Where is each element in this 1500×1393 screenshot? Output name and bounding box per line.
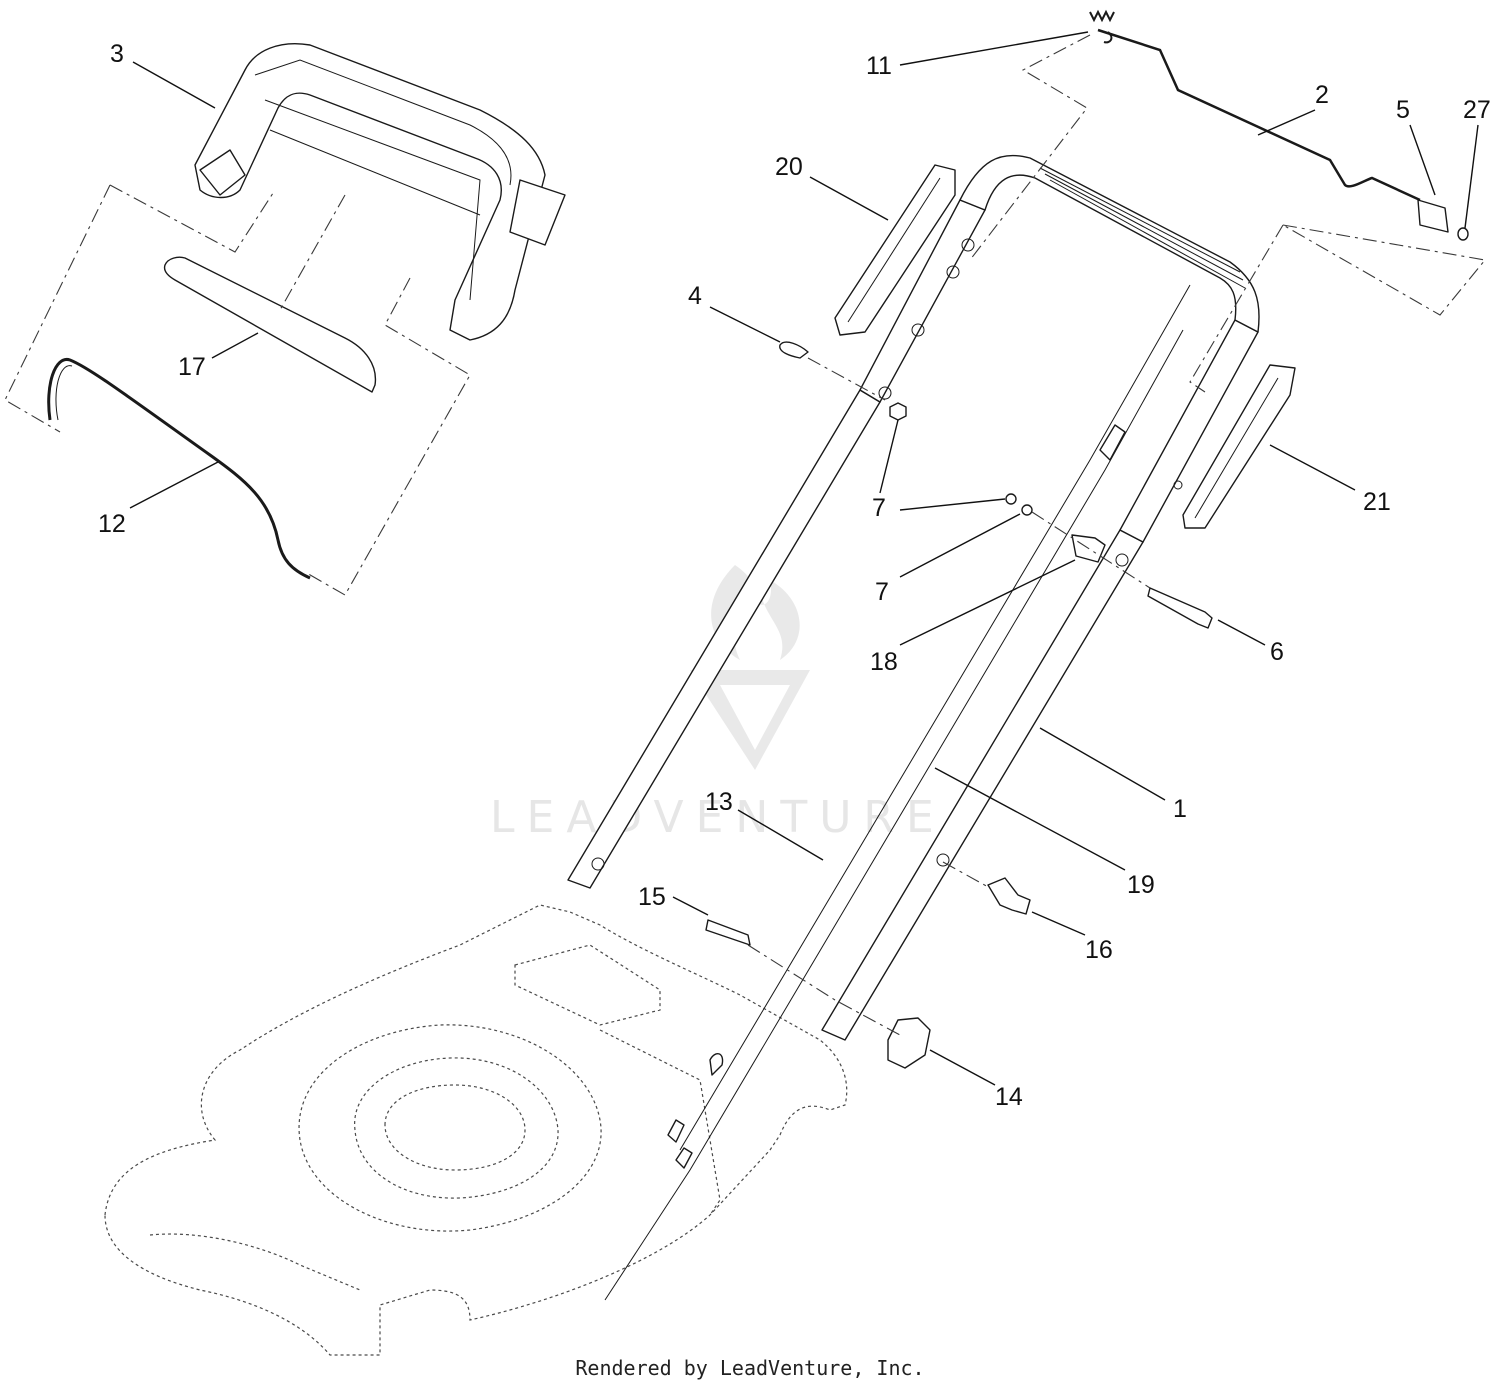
callout-17: 17 xyxy=(178,353,206,381)
callout-13: 13 xyxy=(705,788,733,816)
mower-deck xyxy=(104,904,848,1356)
callouts: 3 11 2 5 27 20 4 17 7 8 7 12 21 6 18 1 1… xyxy=(98,40,1491,1111)
phantom-lines xyxy=(4,34,1487,1036)
part-2-rod xyxy=(1097,28,1421,202)
callout-27: 27 xyxy=(1463,96,1491,124)
callout-3: 3 xyxy=(110,40,124,68)
part-4-pin xyxy=(779,341,809,359)
callout-5: 5 xyxy=(1396,96,1410,124)
upper-handle-loop xyxy=(878,154,1260,490)
callout-15: 15 xyxy=(638,883,666,911)
callout-20: 20 xyxy=(775,153,803,181)
callout-12: 12 xyxy=(98,510,126,538)
part-5-bushing xyxy=(1417,199,1449,233)
watermark-text: LEADVENTURE xyxy=(490,792,946,843)
part-14-handle-knob xyxy=(887,1017,931,1069)
part-16-knob xyxy=(987,877,1031,915)
callout-16: 16 xyxy=(1085,936,1113,964)
control-cable xyxy=(604,284,1191,1301)
callout-18: 18 xyxy=(870,648,898,676)
part-15-bolt xyxy=(705,919,751,946)
callout-11: 11 xyxy=(866,52,892,80)
callout-21: 21 xyxy=(1363,488,1391,516)
callout-19: 19 xyxy=(1127,871,1155,899)
render-credit: Rendered by LeadVenture, Inc. xyxy=(575,1356,925,1380)
callout-7: 7 xyxy=(875,578,889,606)
part-27-clip xyxy=(1457,227,1469,241)
callout-6: 6 xyxy=(1270,638,1284,666)
callout-14: 14 xyxy=(995,1083,1023,1111)
callout-4: 4 xyxy=(688,282,702,310)
part-8-nut xyxy=(889,402,907,421)
part-21-guide-inner xyxy=(1194,377,1279,519)
part-12-bail-inner xyxy=(55,365,73,421)
part-21-guide xyxy=(1182,364,1296,529)
part-6-bolt xyxy=(1147,587,1213,629)
part-20-guide-inner xyxy=(847,177,941,323)
part-17-plate xyxy=(163,256,377,393)
lower-handle-left xyxy=(567,199,986,889)
part-7-washer xyxy=(1021,504,1033,516)
part-8-nut-lower xyxy=(1005,493,1017,505)
callout-2: 2 xyxy=(1315,81,1329,109)
part-3-grip xyxy=(194,43,566,341)
leader-lines xyxy=(129,31,1479,1086)
lower-handle-right xyxy=(821,319,1259,1041)
callout-8-upper: 7 xyxy=(872,494,886,522)
callout-1: 1 xyxy=(1173,795,1187,823)
part-20-guide xyxy=(834,164,956,336)
part-12-bail xyxy=(47,358,311,580)
part-11-spring xyxy=(1089,9,1115,44)
